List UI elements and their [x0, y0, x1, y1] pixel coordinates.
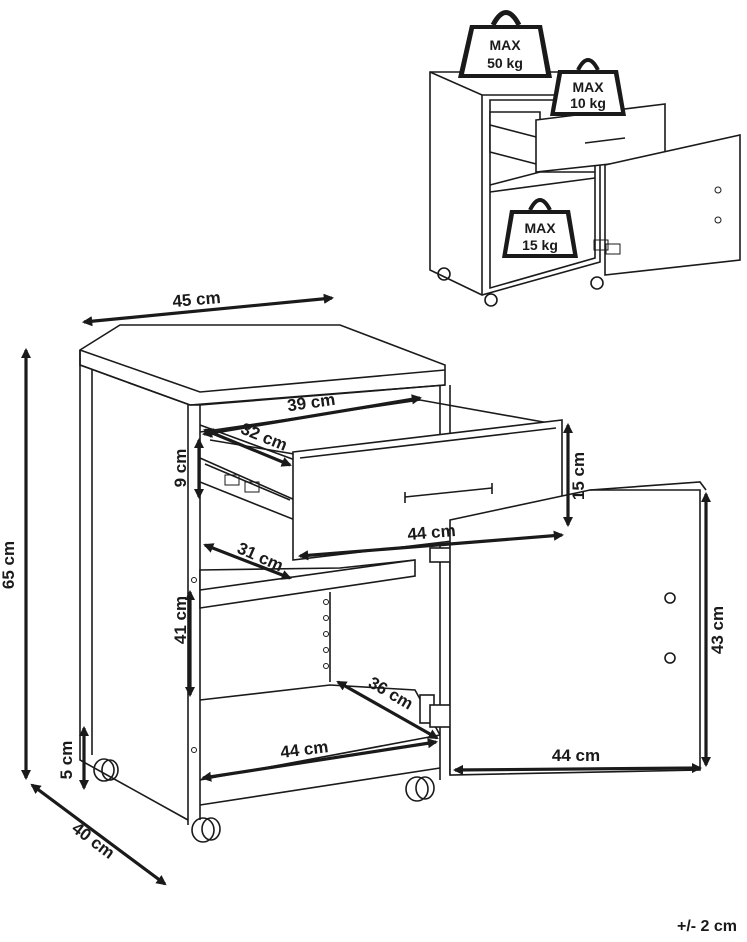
inset-cabinet: [429, 71, 741, 307]
weight-shelf-line2: 15 kg: [522, 237, 558, 253]
weight-top-line2: 50 kg: [487, 55, 523, 71]
weight-shelf-icon: [502, 198, 578, 258]
label-total-height: 65 cm: [0, 541, 18, 589]
label-total-width: 45 cm: [172, 288, 222, 311]
dimension-arrows: [20, 293, 712, 886]
weight-top-line1: MAX: [489, 37, 521, 53]
weight-drawer-line2: 10 kg: [570, 95, 606, 111]
weight-drawer-line1: MAX: [572, 79, 604, 95]
label-compartment-height: 41 cm: [171, 596, 190, 644]
tolerance-note: +/- 2 cm: [676, 918, 737, 935]
label-door-height: 43 cm: [708, 606, 727, 654]
main-cabinet: [79, 324, 707, 843]
weight-drawer-icon: [550, 58, 626, 116]
label-wheel-height: 5 cm: [57, 741, 76, 780]
label-bottom-depth: 36 cm: [365, 673, 416, 714]
label-drawer-inner-height: 9 cm: [171, 449, 190, 488]
label-drawer-front-height: 15 cm: [569, 452, 588, 500]
weight-top-icon: [458, 10, 552, 78]
label-total-depth: 40 cm: [68, 819, 118, 863]
label-drawer-front-width: 44 cm: [407, 521, 457, 544]
weight-shelf-line1: MAX: [524, 220, 556, 236]
label-door-width: 44 cm: [552, 746, 600, 765]
